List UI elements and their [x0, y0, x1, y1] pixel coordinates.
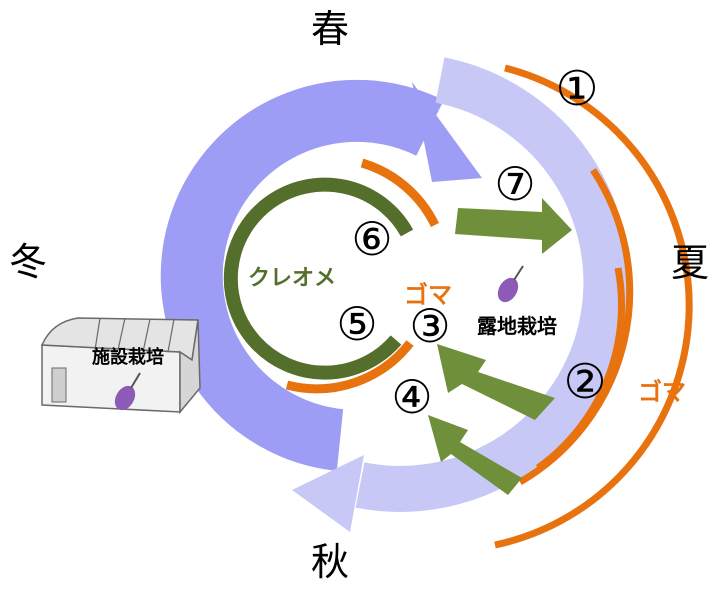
marker-1: ① — [555, 61, 598, 117]
marker-7: ⑦ — [494, 157, 535, 211]
cleome-label: クレオメ — [248, 266, 336, 291]
green-arrow-3 — [437, 344, 555, 420]
season-autumn: 秋 — [311, 540, 349, 584]
season-winter: 冬 — [9, 240, 47, 284]
light-cycle-arc — [355, 57, 630, 512]
goma-label-inner: ゴマ — [404, 281, 452, 309]
greenhouse-label: 施設栽培 — [92, 346, 164, 368]
eggplant-icon — [114, 372, 141, 411]
outer-cycle-arc — [160, 79, 444, 471]
season-spring: 春 — [311, 7, 349, 51]
eggplant-icon — [497, 265, 524, 303]
greenhouse-icon — [40, 317, 201, 415]
cleome-ring — [223, 177, 414, 380]
green-arrow-7 — [455, 198, 572, 254]
marker-2: ② — [563, 354, 606, 410]
season-summer: 夏 — [671, 241, 709, 285]
inner-sesame-arc-top — [360, 158, 440, 228]
marker-6: ⑥ — [351, 212, 392, 266]
green-arrow-4 — [428, 415, 522, 495]
marker-3: ③ — [409, 299, 450, 353]
outer-cycle-arrowhead — [412, 82, 482, 182]
sesame-arc-3 — [535, 267, 625, 471]
open-field-label: 露地栽培 — [477, 314, 557, 338]
marker-5: ⑤ — [336, 297, 377, 351]
inner-sesame-arc-bottom — [285, 340, 414, 394]
light-cycle-arrowhead — [292, 455, 364, 532]
marker-4: ④ — [391, 370, 432, 424]
sesame-arc-1 — [494, 64, 693, 549]
goma-label-outer: ゴマ — [638, 378, 686, 406]
